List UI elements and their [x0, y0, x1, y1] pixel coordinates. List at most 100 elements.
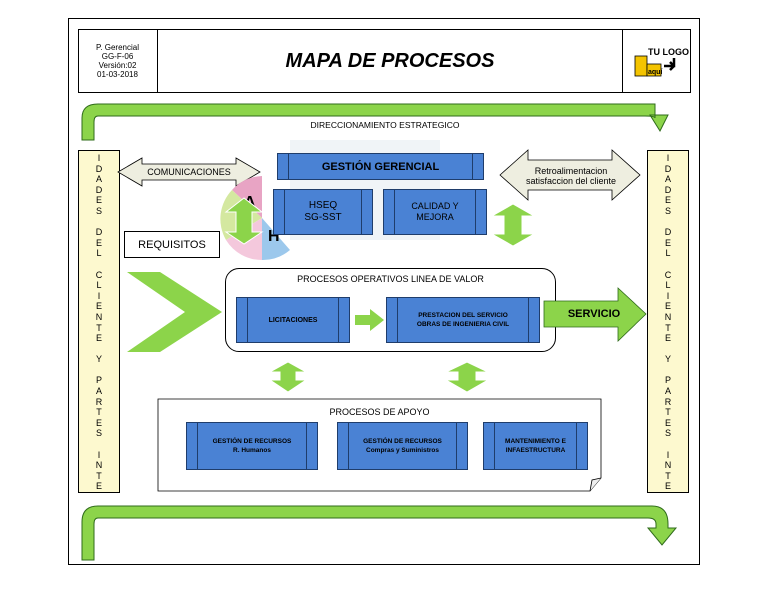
page-title: MAPA DE PROCESOS	[158, 29, 623, 93]
gestion-gerencial-label: GESTIÓN GERENCIAL	[321, 160, 440, 173]
procesos-apoyo-title: PROCESOS DE APOYO	[329, 407, 430, 417]
left-column-char: S	[95, 205, 102, 216]
left-column-char: N	[95, 460, 103, 471]
right-column-char: C	[664, 269, 672, 280]
right-column-char: I	[666, 290, 670, 301]
logo-icon: TU LOGO aquí	[634, 47, 689, 77]
right-column-char: R	[664, 396, 672, 407]
right-column-char: N	[664, 460, 672, 471]
left-column-char: D	[95, 227, 103, 238]
meta-version: Versión:02	[98, 61, 137, 70]
document-meta: P. Gerencial GG-F-06 Versión:02 01-03-20…	[78, 29, 158, 93]
hseq-box: HSEQ SG-SST	[273, 189, 373, 235]
prestacion-line-1: PRESTACION DEL SERVICIO	[418, 312, 508, 319]
right-column-char: N	[664, 311, 672, 322]
left-column-char: L	[96, 248, 102, 259]
left-column-char: E	[95, 333, 102, 344]
right-column-char: L	[665, 280, 671, 291]
gestion-gerencial-box: GESTIÓN GERENCIAL	[277, 153, 484, 180]
left-column-char: S	[95, 428, 102, 439]
right-column-char: D	[664, 227, 672, 238]
left-column-char: C	[95, 269, 103, 280]
right-column-char: S	[664, 205, 671, 216]
right-column-char: T	[665, 470, 671, 481]
right-column-char: D	[664, 163, 672, 174]
licitaciones-label: LICITACIONES	[268, 316, 318, 324]
servicio-label: SERVICIO	[567, 308, 621, 320]
right-column-char: E	[664, 333, 671, 344]
right-column-char: E	[664, 301, 671, 312]
hseq-line-1: HSEQ	[308, 200, 338, 211]
left-column-char: I	[97, 290, 101, 301]
left-column-char: T	[96, 470, 102, 481]
left-column-char: E	[95, 417, 102, 428]
company-logo: TU LOGO aquí	[623, 29, 691, 93]
left-stakeholder-column: IDADESDELCLIENTEYPARTESINTERE	[78, 150, 120, 493]
rh-line-1: GESTIÓN DE RECURSOS	[212, 438, 292, 445]
requisitos-box: REQUISITOS	[124, 231, 220, 258]
left-column-char: Y	[95, 354, 102, 365]
meta-code: GG-F-06	[101, 52, 134, 61]
rh-line-2: R. Humanos	[233, 447, 271, 454]
left-column-char: E	[95, 195, 102, 206]
mantenimiento-line-1: MANTENIMIENTO E	[505, 438, 566, 445]
calidad-line-1: CALIDAD Y	[411, 201, 459, 211]
left-column-char: T	[96, 407, 102, 418]
rh-box: GESTIÓN DE RECURSOS R. Humanos	[186, 422, 318, 470]
compras-line-2: Compras y Suministros	[366, 447, 439, 454]
left-column-char: E	[95, 237, 102, 248]
prestacion-box: PRESTACION DEL SERVICIO OBRAS DE INGENIE…	[386, 297, 540, 343]
procesos-operativos-title: PROCESOS OPERATIVOS LINEA DE VALOR	[297, 274, 484, 284]
right-column-char: L	[665, 248, 671, 259]
right-column-char: T	[665, 407, 671, 418]
right-column-char: E	[664, 417, 671, 428]
mantenimiento-box: MANTENIMIENTO E INFAESTRUCTURA	[483, 422, 588, 470]
right-column-char: I	[666, 153, 670, 163]
left-column-char: A	[95, 174, 102, 185]
meta-process: P. Gerencial	[96, 43, 139, 52]
requisitos-label: REQUISITOS	[138, 238, 206, 251]
header	[78, 29, 691, 93]
right-column-char: E	[664, 481, 671, 492]
logo-sub: aquí	[648, 69, 663, 76]
right-column-char: E	[664, 237, 671, 248]
calidad-line-2: MEJORA	[416, 212, 454, 222]
right-column-char: P	[664, 375, 671, 386]
retro-line-2: satisfaccion del cliente	[525, 176, 617, 186]
left-column-char: D	[95, 163, 103, 174]
left-column-char: E	[95, 481, 102, 492]
right-column-char: I	[666, 449, 670, 460]
phva-letter-h: H	[268, 228, 280, 245]
retro-line-1: Retroalimentacion	[534, 166, 608, 176]
left-column-char: I	[97, 153, 101, 163]
mantenimiento-line-2: INFAESTRUCTURA	[505, 447, 566, 454]
licitaciones-box: LICITACIONES	[236, 297, 350, 343]
right-column-char: A	[664, 174, 671, 185]
compras-line-1: GESTIÓN DE RECURSOS	[363, 438, 442, 445]
calidad-box: CALIDAD Y MEJORA	[383, 189, 487, 235]
compras-box: GESTIÓN DE RECURSOS Compras y Suministro…	[337, 422, 468, 470]
right-stakeholder-column: IDADESDELCLIENTEYPARTESINTERE	[647, 150, 689, 493]
right-column-char: T	[665, 322, 671, 333]
right-column-char: S	[664, 428, 671, 439]
comunicaciones-label: COMUNICACIONES	[147, 167, 231, 177]
direccionamiento-label: DIRECCIONAMIENTO ESTRATEGICO	[310, 120, 460, 130]
right-column-char: E	[664, 195, 671, 206]
left-column-char: N	[95, 311, 103, 322]
left-column-char: T	[96, 322, 102, 333]
left-column-char: A	[95, 386, 102, 397]
right-column-char: A	[664, 386, 671, 397]
logo-text: TU LOGO	[648, 47, 689, 57]
